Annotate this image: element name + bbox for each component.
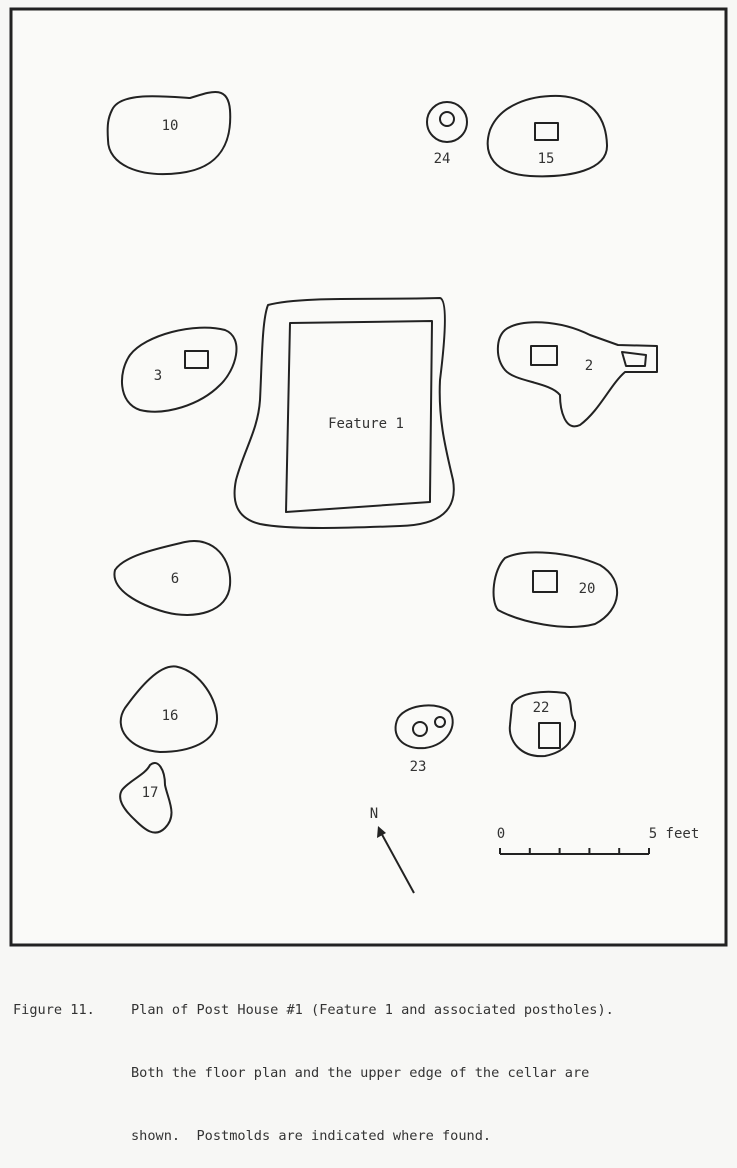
svg-text:10: 10 — [162, 118, 179, 134]
postmold — [538, 722, 561, 749]
postmold — [412, 721, 428, 737]
posthole-6: 6 — [113, 540, 232, 616]
posthole-20: 20 — [492, 551, 618, 628]
postmold — [530, 345, 558, 366]
north-arrow: N — [370, 806, 415, 894]
figure-caption: Figure 11. Plan of Post House #1 (Feature… — [13, 958, 614, 1168]
svg-text:Feature 1: Feature 1 — [328, 416, 404, 432]
north-label: N — [370, 806, 378, 822]
posthole-17: 17 — [119, 762, 173, 834]
svg-text:6: 6 — [171, 571, 179, 587]
site-plan: 10 24 15 3 Feature 1 2 6 20 16 — [9, 7, 728, 947]
plan-frame — [9, 7, 728, 947]
svg-text:22: 22 — [533, 700, 550, 716]
posthole-24: 24 — [426, 101, 468, 167]
svg-text:0: 0 — [497, 826, 505, 842]
postmold — [534, 122, 559, 141]
svg-text:20: 20 — [579, 581, 596, 597]
posthole-10: 10 — [106, 90, 232, 175]
posthole-3: 3 — [120, 326, 238, 413]
postmold — [621, 351, 647, 367]
floor-plan — [285, 320, 433, 513]
posthole-16: 16 — [119, 665, 219, 753]
scale-bar: 0 5 feet — [497, 826, 700, 855]
feature-1: Feature 1 — [233, 297, 455, 529]
svg-text:17: 17 — [142, 785, 159, 801]
figure-number: Figure 11. — [13, 1002, 95, 1018]
svg-text:3: 3 — [154, 368, 162, 384]
posthole-15: 15 — [486, 94, 609, 178]
postmold — [184, 350, 209, 369]
svg-text:15: 15 — [538, 151, 555, 167]
cellar-upper-edge — [233, 297, 455, 529]
posthole-23: 23 — [394, 704, 454, 775]
caption-line: Both the floor plan and the upper edge o… — [131, 1065, 590, 1081]
postmold — [532, 570, 558, 593]
svg-text:2: 2 — [585, 358, 593, 374]
postmold — [434, 716, 446, 728]
posthole-22: 22 — [508, 690, 577, 758]
svg-text:5 feet: 5 feet — [649, 826, 700, 842]
svg-text:16: 16 — [162, 708, 179, 724]
posthole-2: 2 — [496, 321, 658, 428]
caption-line: Plan of Post House #1 (Feature 1 and ass… — [131, 1002, 614, 1018]
svg-text:23: 23 — [410, 759, 427, 775]
postmold — [439, 111, 455, 127]
svg-text:24: 24 — [434, 151, 451, 167]
caption-line: shown. Postmolds are indicated where fou… — [131, 1128, 492, 1144]
